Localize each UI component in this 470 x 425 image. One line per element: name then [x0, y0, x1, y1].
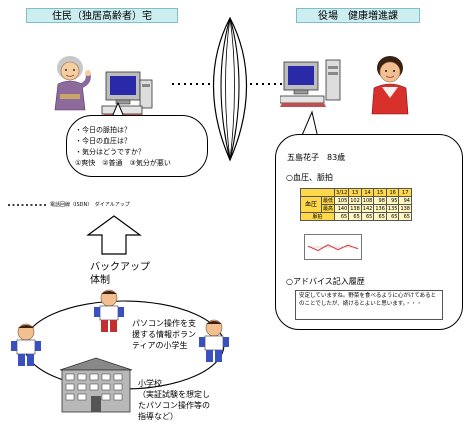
volunteer-desc-line2: 援する情報ボラン	[132, 330, 196, 339]
bp-date: 17	[398, 188, 412, 197]
resident-header: 住民（独居高齢者）宅	[26, 8, 178, 23]
bp-row-label: 最高	[320, 204, 336, 213]
bp-cell: 95	[385, 196, 400, 205]
bp-cell: 105	[334, 196, 350, 205]
mood-options: ①爽快 ②普通 ③気分が悪い	[75, 159, 171, 167]
bp-cell: 65	[398, 212, 412, 221]
bp-trend-chart	[304, 234, 362, 260]
bp-cell: 136	[373, 204, 387, 213]
bp-date: 13	[348, 188, 362, 197]
bp-date: 3/12	[334, 188, 350, 197]
bp-cell: 65	[373, 212, 387, 221]
blood-pressure-table: 3/12 13 14 15 16 17 血圧 最低 105 102 108 98…	[299, 188, 412, 221]
bp-date: 15	[373, 188, 387, 197]
volunteer-desc-line1: パソコン操作を支	[132, 319, 196, 328]
bp-cell: 102	[348, 196, 362, 205]
question-mood: ・気分はどうですか？	[75, 148, 145, 156]
school-desc-line3: たパソコン操作等の	[138, 401, 210, 410]
connection-label: 電話回線（ISDN） ダイアルアップ	[50, 202, 130, 208]
resident-computer-icon	[101, 71, 153, 117]
bp-date: 14	[360, 188, 375, 197]
backup-label-line2: 体制	[90, 275, 110, 286]
bp-cell: 140	[334, 204, 350, 213]
health-staff-icon	[371, 56, 409, 115]
backup-arrow-icon	[86, 215, 142, 255]
bp-date: 16	[385, 188, 400, 197]
school-desc-line2: （実証試験を想定し	[138, 390, 210, 399]
health-question-bubble: ・今日の脈拍は？ ・今日の血圧は？ ・気分はどうですか？ ①爽快 ②普通 ③気分…	[66, 115, 208, 177]
volunteer-child-icon	[199, 319, 229, 362]
office-header: 役場 健康増進課	[296, 8, 420, 23]
question-blood-pressure: ・今日の血圧は？	[75, 137, 131, 145]
bp-section-title: ○血圧、脈拍	[286, 173, 333, 182]
question-pulse: ・今日の脈拍は？	[75, 126, 131, 134]
bp-cell: 138	[398, 204, 412, 213]
bp-cell: 108	[360, 196, 375, 205]
advice-history-text: 安定していますね。野菜を食べるように心がけてあるとのことでしたが、続けるとよいと…	[295, 290, 443, 320]
pulse-row-label: 脈拍	[299, 212, 336, 221]
volunteer-child-icon	[94, 289, 124, 332]
patient-name: 五島花子 83歳	[287, 153, 346, 162]
bp-cell: 65	[348, 212, 362, 221]
school-desc-line1: 小学校	[138, 379, 162, 388]
backup-label-line1: バックアップ	[90, 262, 150, 273]
office-computer-icon	[280, 59, 341, 107]
bp-cell: 65	[334, 212, 350, 221]
bp-cell: 142	[360, 204, 375, 213]
volunteer-desc-line3: ティアの小学生	[132, 341, 188, 350]
bp-row-label: 最低	[320, 196, 336, 205]
advice-section-title: ○アドバイス記入履歴	[286, 277, 365, 286]
bp-cell: 65	[385, 212, 400, 221]
office-header-label: 役場 健康増進課	[318, 11, 398, 22]
bp-group-label: 血圧	[300, 196, 322, 213]
bp-cell: 65	[360, 212, 375, 221]
resident-header-label: 住民（独居高齢者）宅	[52, 11, 152, 22]
school-desc-line4: 指導など）	[138, 412, 178, 421]
school-building-icon	[59, 357, 133, 413]
bp-cell: 98	[373, 196, 387, 205]
bp-cell: 94	[398, 196, 412, 205]
bp-cell: 135	[385, 204, 400, 213]
elderly-resident-icon	[54, 56, 91, 111]
bp-cell: 138	[348, 204, 362, 213]
volunteer-child-icon	[11, 323, 41, 366]
